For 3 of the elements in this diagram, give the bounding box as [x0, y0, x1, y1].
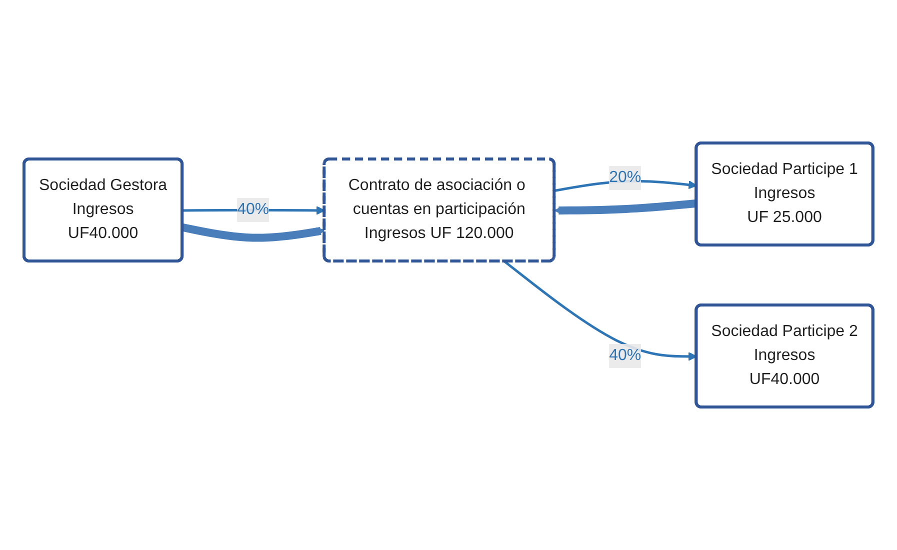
edge-label: 40%: [237, 201, 270, 218]
edge-label: 20%: [609, 169, 642, 186]
edge-label: 40%: [609, 347, 642, 364]
